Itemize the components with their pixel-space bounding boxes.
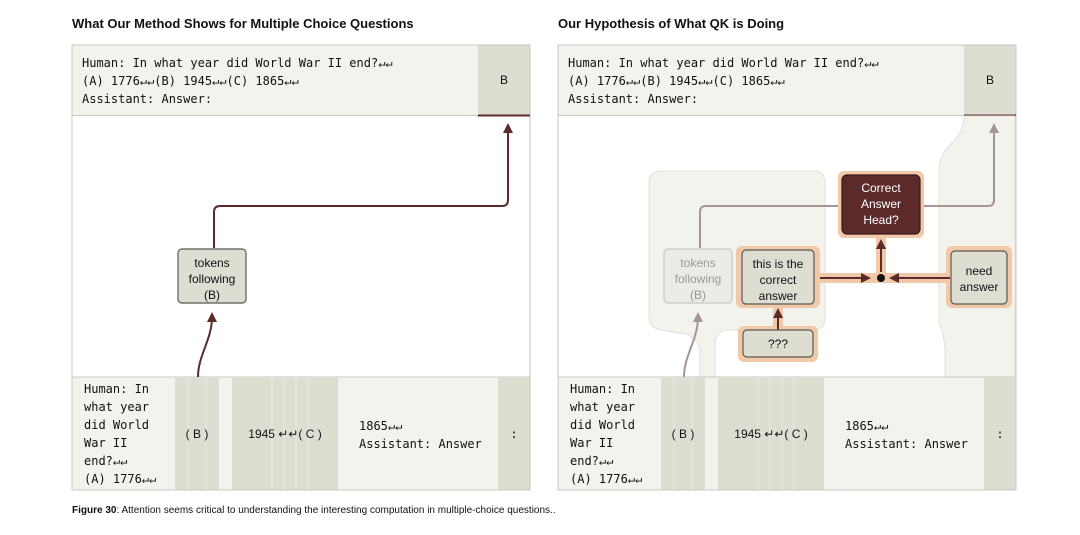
correct-answer-label: this is the correct answer [742, 256, 814, 304]
correct-answer-box [741, 249, 815, 305]
head-label: Correct Answer Head? [842, 180, 920, 228]
left-token-colon: : [510, 427, 518, 441]
right-answer-cell [964, 45, 1016, 116]
left-token-1865-line2: Assistant: Answer [359, 437, 482, 451]
left-panel [71, 44, 531, 491]
unknown-box [742, 329, 814, 358]
right-token-colon-cell [984, 377, 1016, 490]
right-prompt-line1: Human: In what year did World War II end… [568, 56, 879, 70]
right-prompt-line3: Assistant: Answer: [568, 92, 699, 106]
left-token-1945: 1945 ↵↵( C ) [248, 427, 322, 441]
right-feature-line2: following [674, 272, 722, 286]
correct-line2: correct [759, 273, 797, 287]
right-feature-label: tokens following (B) [664, 255, 732, 303]
head-line3: Head? [863, 213, 899, 227]
right-prompt-line2: (A) 1776↵↵(B) 1945↵↵(C) 1865↵↵ [568, 74, 785, 88]
right-token-b: ( B ) [671, 427, 695, 441]
qk-node [877, 274, 885, 282]
right-token-1945-cell [718, 377, 824, 490]
need-answer-box [950, 250, 1008, 305]
right-arrow-token-to-feature [683, 312, 703, 378]
head-line2: Answer [860, 197, 901, 211]
left-feature-line3: (B) [204, 288, 220, 302]
right-panel-title: Our Hypothesis of What QK is Doing [558, 16, 785, 31]
caption-text: : Attention seems critical to understand… [116, 505, 556, 516]
correct-line1: this is the [752, 257, 804, 271]
left-prompt-area [72, 45, 530, 116]
left-bottom-context: Human: In what year did World War II end… [84, 382, 157, 486]
left-prompt-line3: Assistant: Answer: [82, 92, 213, 106]
need-line1: need [965, 264, 993, 278]
left-feature-line2: following [188, 272, 236, 286]
right-feature-line1: tokens [680, 256, 716, 270]
left-token-1945-cell [232, 377, 338, 490]
head-line1: Correct [861, 181, 901, 195]
right-panel [557, 44, 1017, 491]
figure-caption: Figure 30: Attention seems critical to u… [72, 505, 556, 516]
right-bottom-context: Human: In what year did World War II end… [570, 382, 643, 486]
right-feature-box [663, 248, 733, 304]
left-answer-token: B [499, 73, 508, 87]
left-prompt-line2: (A) 1776↵↵(B) 1945↵↵(C) 1865↵↵ [82, 74, 299, 88]
left-feature-line1: tokens [194, 256, 230, 270]
right-token-1865-line2: Assistant: Answer [845, 437, 968, 451]
right-token-1865-line1: 1865↵↵ [845, 419, 889, 433]
left-prompt-line1: Human: In what year did World War II end… [82, 56, 393, 70]
left-panel-title: What Our Method Shows for Multiple Choic… [72, 16, 414, 31]
right-prompt-area [558, 45, 1016, 116]
right-answer-token: B [985, 73, 994, 87]
correct-answer-head-box [841, 174, 921, 235]
left-token-1865-line1: 1865↵↵ [359, 419, 403, 433]
need-line2: answer [959, 280, 999, 294]
right-feature-line3: (B) [690, 288, 706, 302]
caption-label: Figure 30 [72, 505, 117, 516]
right-token-colon: : [996, 427, 1004, 441]
unknown-label: ??? [767, 337, 789, 351]
correct-line3: answer [758, 289, 798, 303]
right-token-1945: 1945 ↵↵( C ) [734, 427, 808, 441]
left-feature-label: tokens following (B) [178, 255, 246, 303]
left-token-b: ( B ) [185, 427, 209, 441]
left-token-colon-cell [498, 377, 530, 490]
left-arrow-token-to-feature [197, 312, 217, 378]
left-token-b-cell [175, 377, 219, 490]
left-feature-box [177, 248, 247, 304]
left-arrow-feature-to-answer [213, 123, 513, 248]
left-answer-cell [478, 45, 530, 116]
need-answer-label: need answer [951, 263, 1007, 295]
right-token-b-cell [661, 377, 705, 490]
